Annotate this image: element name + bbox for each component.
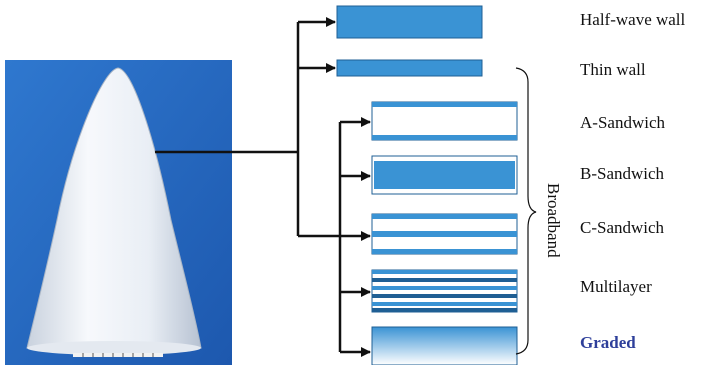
radome-nose-cone-icon xyxy=(5,60,232,365)
a-sandwich-layers xyxy=(371,101,518,141)
label-a-sandwich: A-Sandwich xyxy=(580,113,665,132)
half-wave-wall-layer xyxy=(336,5,483,39)
radome-photo xyxy=(5,60,232,365)
label-b-sandwich: B-Sandwich xyxy=(580,164,665,183)
b-sandwich-layers xyxy=(371,155,518,195)
multilayer-layers xyxy=(371,269,518,313)
label-graded: Graded xyxy=(580,333,636,352)
label-c-sandwich: C-Sandwich xyxy=(580,218,665,237)
c-sandwich-layers xyxy=(371,213,518,255)
label-half-wave-wall: Half-wave wall xyxy=(580,10,686,29)
broadband-group-label: Broadband xyxy=(544,182,563,258)
graded-layer xyxy=(371,326,518,365)
thin-wall-layer xyxy=(336,59,483,77)
label-multilayer: Multilayer xyxy=(580,277,652,296)
label-thin-wall: Thin wall xyxy=(580,60,646,79)
broadband-brace xyxy=(515,67,537,355)
